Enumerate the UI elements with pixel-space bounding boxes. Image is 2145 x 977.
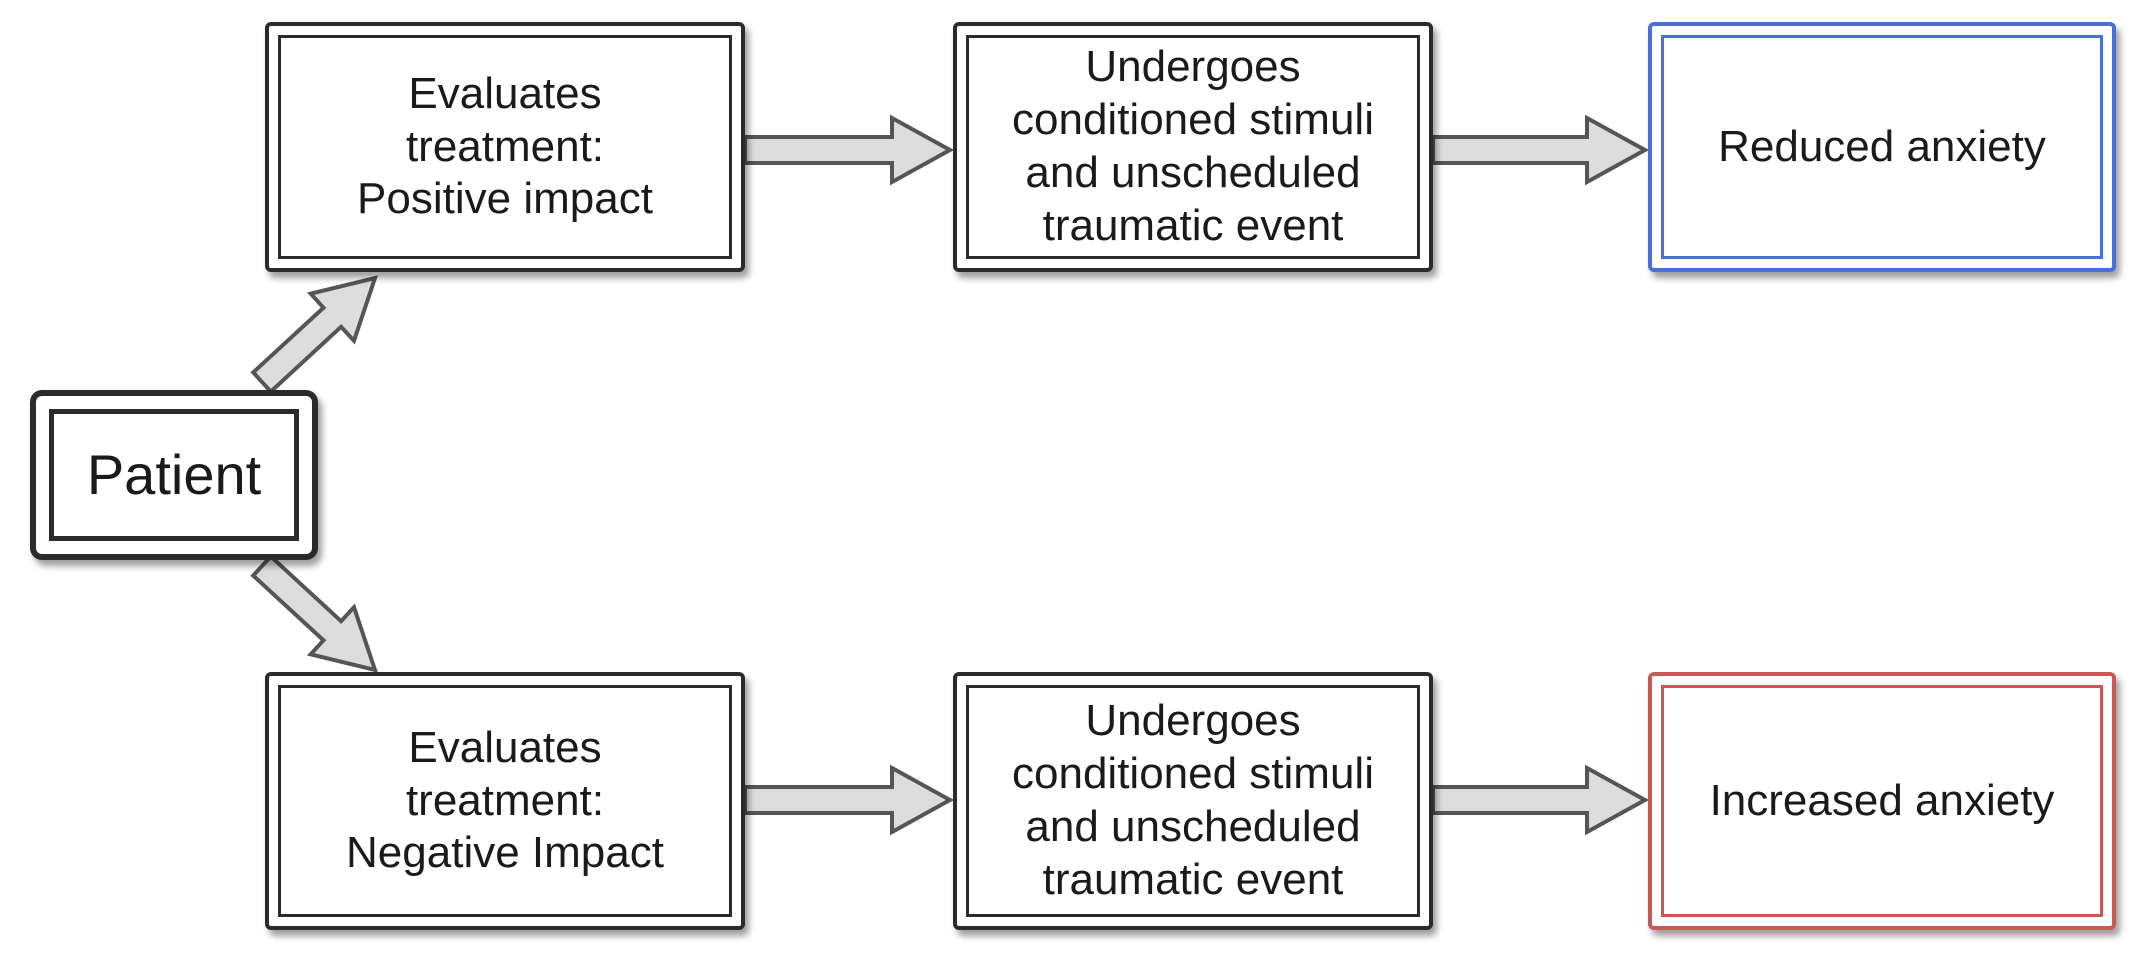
node-patient-label: Patient: [86, 443, 262, 507]
node-undergoes-top: Undergoes conditioned stimuli and unsche…: [953, 22, 1433, 272]
node-reduced-anxiety: Reduced anxiety: [1648, 22, 2116, 272]
arrow-positive-to-undergoes: [743, 114, 955, 186]
node-reduced-anxiety-label: Reduced anxiety: [1718, 121, 2046, 171]
arrow-negative-to-undergoes: [743, 764, 955, 836]
arrow-patient-to-positive: [250, 275, 379, 395]
node-patient: Patient: [30, 390, 318, 560]
node-increased-anxiety-label: Increased anxiety: [1709, 775, 2055, 825]
arrow-undergoes-to-reduced: [1431, 114, 1650, 186]
node-undergoes-bottom: Undergoes conditioned stimuli and unsche…: [953, 672, 1433, 930]
arrow-undergoes-to-increased: [1431, 764, 1650, 836]
arrow-patient-to-negative: [250, 553, 379, 673]
node-undergoes-top-label: Undergoes conditioned stimuli and unsche…: [1012, 42, 1374, 250]
node-evaluates-negative-label: Evaluates treatment: Negative Impact: [346, 722, 664, 878]
node-evaluates-negative: Evaluates treatment: Negative Impact: [265, 672, 745, 930]
node-evaluates-positive-label: Evaluates treatment: Positive impact: [357, 68, 653, 224]
node-undergoes-bottom-label: Undergoes conditioned stimuli and unsche…: [1012, 696, 1374, 904]
node-evaluates-positive: Evaluates treatment: Positive impact: [265, 22, 745, 272]
node-increased-anxiety: Increased anxiety: [1648, 672, 2116, 930]
